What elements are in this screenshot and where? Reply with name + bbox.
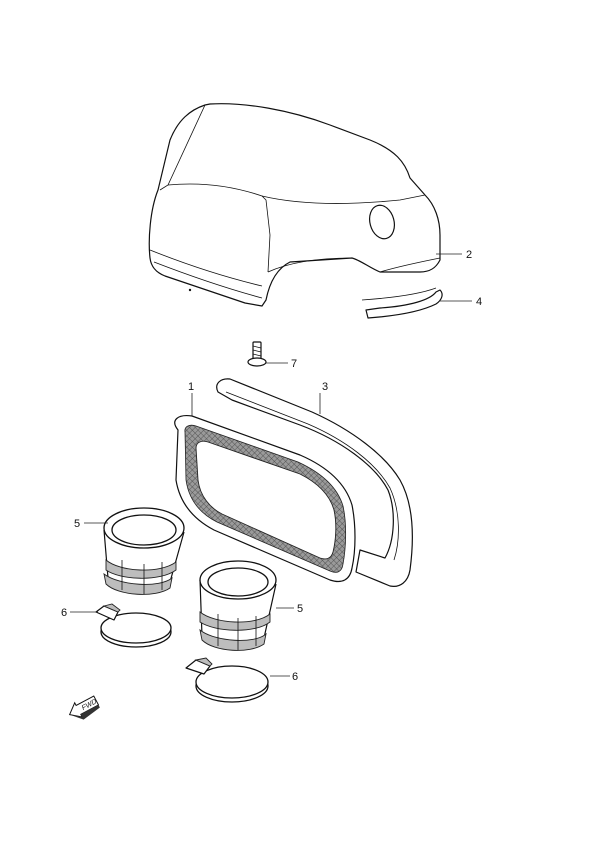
filter-frame-part (216, 378, 413, 587)
callout-2: 2 (466, 249, 472, 261)
hose-clamp-part (95, 603, 172, 648)
callout-3: 3 (322, 381, 328, 393)
callout-6-lower: 6 (292, 671, 298, 683)
callout-5-lower: 5 (297, 603, 303, 615)
callout-6-upper: 6 (61, 607, 67, 619)
callout-4: 4 (476, 296, 482, 308)
callout-7: 7 (291, 358, 297, 370)
callout-5-upper: 5 (74, 518, 80, 530)
cover-seal-part (361, 287, 443, 319)
hose-clamp-part-2 (185, 657, 269, 703)
intake-cover-part (148, 103, 441, 307)
forward-arrow-icon (68, 695, 100, 718)
leader-lines (70, 253, 472, 677)
forward-direction-marker: FWD (68, 695, 100, 720)
callout-1: 1 (188, 381, 194, 393)
bolt-part (247, 341, 267, 367)
air-filter-part (174, 415, 356, 583)
intake-sleeve-part-2 (199, 560, 277, 651)
intake-sleeve-part (103, 507, 185, 595)
